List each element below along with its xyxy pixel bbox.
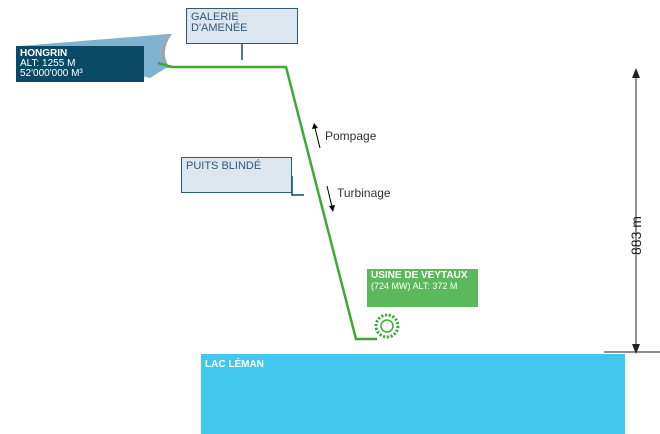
lake-name: LAC LÉMAN	[205, 359, 264, 370]
pressure-pipe	[157, 61, 377, 341]
pump-arrow-icon	[312, 123, 321, 149]
plant-label-box: USINE DE VEYTAUX (724 MW) ALT: 372 M	[367, 269, 478, 307]
gallery-label: GALERIE D'AMENÉE	[191, 11, 248, 34]
shaft-label-box: PUITS BLINDÉ	[181, 157, 292, 193]
turbine-icon	[374, 313, 400, 339]
turbine-label: Turbinage	[337, 186, 391, 200]
shaft-pointer-line	[291, 176, 304, 196]
height-label: 883 m	[628, 216, 644, 255]
shaft-label: PUITS BLINDÉ	[186, 160, 262, 172]
reservoir-volume: 52'000'000 M³	[20, 68, 83, 79]
reservoir-name: HONGRIN	[20, 48, 68, 59]
turbine-arrow-icon	[326, 185, 335, 212]
lake-box: LAC LÉMAN	[201, 354, 625, 434]
gallery-label-box: GALERIE D'AMENÉE	[186, 8, 298, 44]
pump-label: Pompage	[325, 129, 377, 143]
reservoir-label-box: HONGRIN ALT: 1255 M 52'000'000 M³	[16, 46, 144, 82]
height-dimension	[604, 68, 660, 354]
plant-detail: (724 MW) ALT: 372 M	[371, 281, 458, 291]
plant-name: USINE DE VEYTAUX	[371, 270, 468, 281]
reservoir-altitude: ALT: 1255 M	[20, 58, 76, 69]
